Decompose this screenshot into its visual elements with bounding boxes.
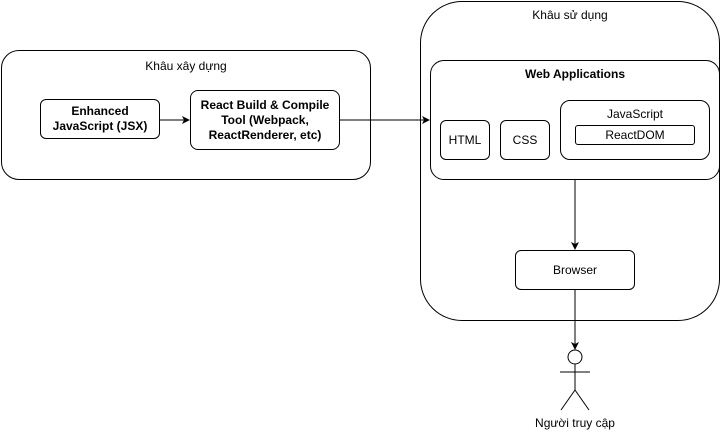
- html-box: HTML: [440, 120, 490, 160]
- browser-label: Browser: [552, 263, 597, 277]
- reactdom-label: ReactDOM: [605, 128, 665, 142]
- browser-box: Browser: [515, 250, 635, 290]
- use-stage-label: Khâu sử dụng: [532, 8, 608, 22]
- css-label: CSS: [512, 133, 538, 147]
- user-label: Người truy cập: [535, 416, 615, 430]
- javascript-label: JavaScript: [606, 107, 664, 121]
- web-applications-title: Web Applications: [524, 67, 625, 81]
- compile-tool-box: React Build & Compile Tool (Webpack, Rea…: [190, 90, 340, 150]
- reactdom-box: ReactDOM: [575, 125, 695, 145]
- compile-tool-label: React Build & Compile Tool (Webpack, Rea…: [200, 97, 330, 142]
- html-label: HTML: [448, 133, 482, 147]
- css-box: CSS: [500, 120, 550, 160]
- user-actor-icon: [560, 349, 590, 411]
- jsx-box: Enhanced JavaScript (JSX): [40, 99, 160, 139]
- jsx-box-label: Enhanced JavaScript (JSX): [52, 104, 148, 133]
- build-stage-label: Khâu xây dựng: [145, 59, 227, 73]
